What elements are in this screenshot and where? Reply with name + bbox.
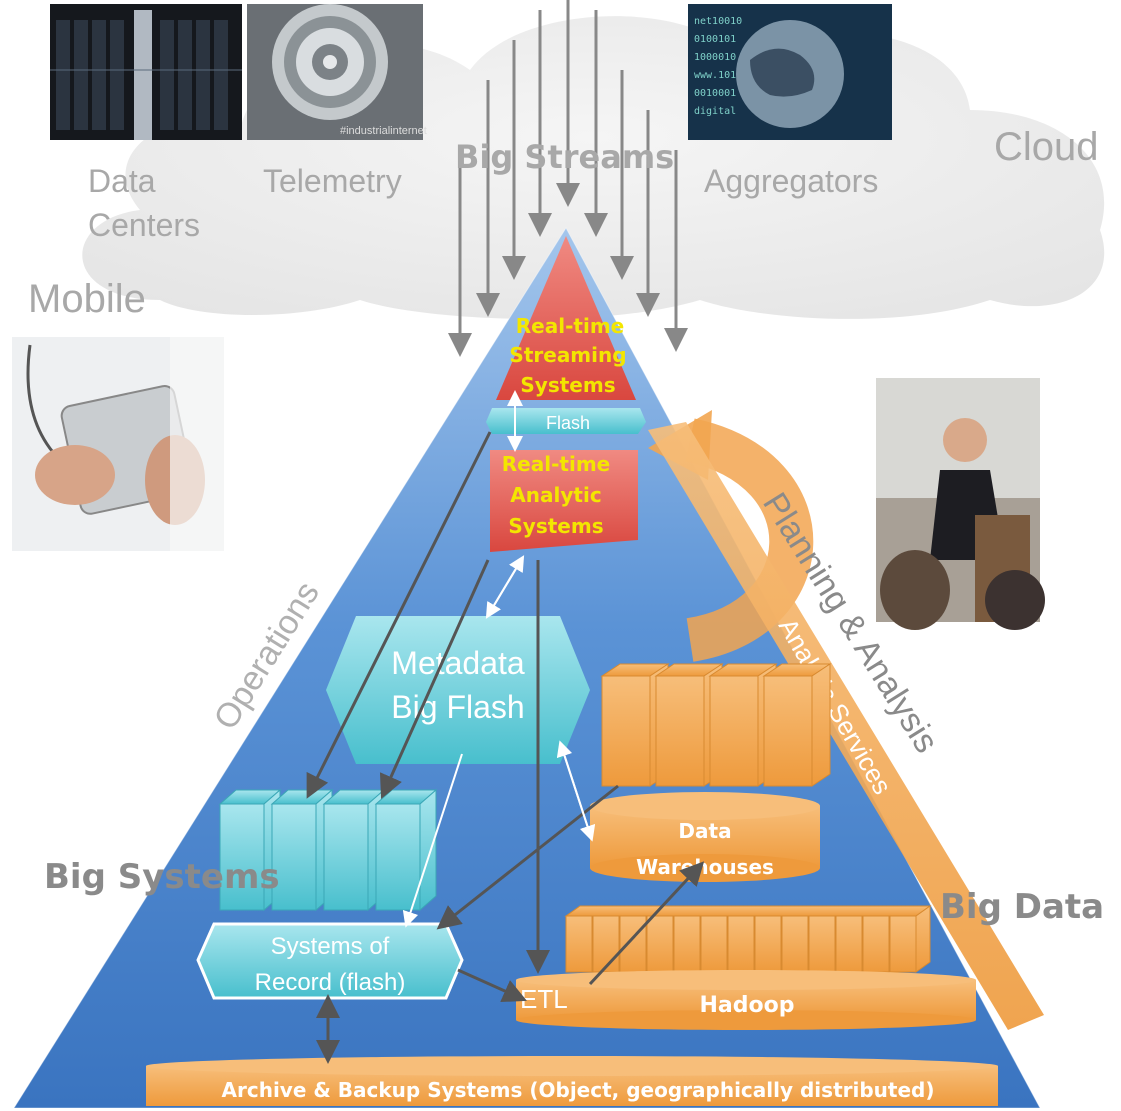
mobile-photo bbox=[12, 337, 224, 551]
analytic-systems-block bbox=[490, 450, 638, 552]
svg-text:1000010: 1000010 bbox=[694, 52, 736, 63]
data-warehouses-block bbox=[590, 792, 820, 882]
cloud-title: Cloud bbox=[994, 125, 1099, 169]
svg-text:0100101: 0100101 bbox=[694, 34, 736, 45]
data-centers-label-line1: Data bbox=[88, 163, 156, 199]
svg-text:digital: digital bbox=[694, 106, 736, 117]
archive-label: Archive & Backup Systems (Object, geogra… bbox=[222, 1078, 935, 1102]
streaming-line1: Real-time bbox=[516, 314, 624, 338]
streaming-line2: Streaming bbox=[509, 343, 626, 367]
big-systems-label: Big Systems bbox=[44, 857, 280, 897]
flash-block bbox=[486, 408, 646, 434]
svg-text:0010001: 0010001 bbox=[694, 88, 736, 99]
hadoop-block bbox=[516, 970, 976, 1030]
telemetry-caption: #industrialinternet bbox=[340, 125, 427, 137]
systems-of-record-line2: Record (flash) bbox=[255, 969, 406, 996]
connector-arrows bbox=[306, 431, 705, 1064]
systems-of-record-line1: Systems of bbox=[271, 933, 390, 960]
big-streams-arrows bbox=[448, 0, 688, 357]
analytic-line1: Real-time bbox=[502, 452, 610, 476]
mobile-label: Mobile bbox=[28, 277, 146, 321]
big-systems-towers bbox=[218, 788, 438, 912]
aggregators-photo: net10010 0100101 1000010 www.101 0010001 di… bbox=[688, 4, 892, 140]
metadata-line2: Big Flash bbox=[391, 689, 524, 725]
metadata-big-flash-block bbox=[326, 616, 590, 764]
streaming-line3: Systems bbox=[520, 373, 615, 397]
warehouse-towers bbox=[600, 663, 832, 787]
etl-label: ETL bbox=[520, 984, 568, 1014]
aggregators-label: Aggregators bbox=[704, 163, 878, 199]
streaming-systems-block bbox=[496, 236, 636, 400]
telemetry-label: Telemetry bbox=[263, 163, 402, 199]
telemetry-photo: #industrialinternet bbox=[247, 4, 427, 140]
hadoop-towers bbox=[564, 905, 932, 973]
hadoop-label: Hadoop bbox=[700, 993, 795, 1018]
archive-block bbox=[146, 1056, 998, 1106]
metadata-line1: Metadata bbox=[391, 645, 525, 681]
analytic-line2: Analytic bbox=[510, 483, 601, 507]
planning-loop-arrow bbox=[684, 418, 814, 662]
analytic-services-bar bbox=[648, 422, 1044, 1030]
big-streams-label: Big Streams bbox=[455, 138, 674, 176]
data-warehouses-line2: Warehouses bbox=[636, 855, 774, 879]
svg-text:net10010: net10010 bbox=[694, 16, 742, 27]
analytic-line3: Systems bbox=[508, 514, 603, 538]
svg-text:www.101: www.101 bbox=[694, 70, 736, 81]
white-arrows bbox=[402, 390, 596, 928]
data-centers-label-line2: Centers bbox=[88, 207, 200, 243]
flash-label: Flash bbox=[546, 413, 590, 433]
data-warehouses-line1: Data bbox=[678, 819, 731, 843]
data-centers-photo bbox=[50, 4, 242, 140]
presenter-photo bbox=[876, 378, 1045, 630]
big-data-label: Big Data bbox=[940, 887, 1104, 927]
